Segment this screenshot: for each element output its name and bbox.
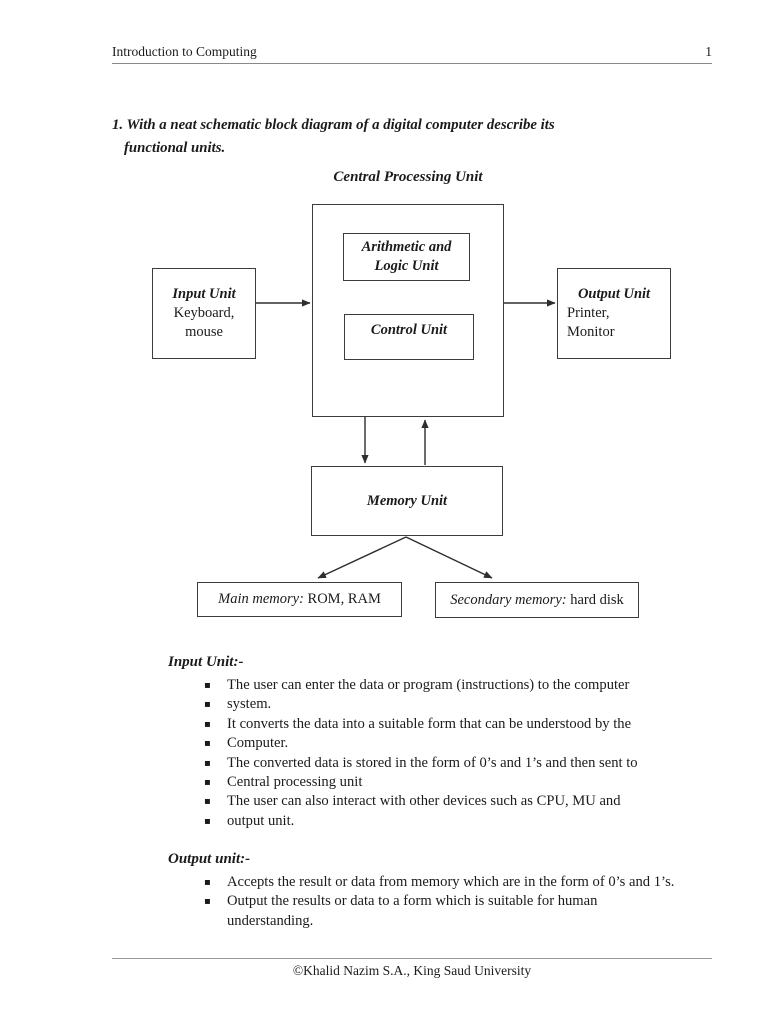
page-footer: ©Khalid Nazim S.A., King Saud University — [112, 958, 712, 979]
bullet-icon: ▪ — [204, 877, 211, 888]
main-memory-box: Main memory: ROM, RAM — [197, 582, 402, 617]
list-item: ▪ The converted data is stored in the fo… — [168, 754, 638, 773]
header-title: Introduction to Computing — [112, 44, 257, 59]
bullet-icon: ▪ — [204, 718, 211, 730]
list-item: ▪ It converts the data into a suitable f… — [168, 715, 638, 734]
bullet-icon: ▪ — [204, 757, 211, 769]
question-text: 1. With a neat schematic block diagram o… — [112, 114, 612, 160]
list-item: ▪ Computer. — [168, 734, 638, 753]
list-item-text: output unit. — [227, 812, 295, 829]
list-item: ▪ output unit. — [168, 812, 638, 831]
input-unit-box: Input Unit Keyboard, mouse — [152, 268, 256, 359]
page-number: 1 — [705, 44, 712, 59]
bullet-icon: ▪ — [204, 699, 211, 711]
list-item: ▪ Output the results or data to a form w… — [168, 892, 674, 911]
list-item: ▪ understanding. — [168, 912, 674, 931]
memory-unit-label: Memory Unit — [366, 492, 448, 509]
alu-label-line-2: Logic Unit — [374, 258, 439, 274]
bullet-icon: ▪ — [204, 815, 211, 827]
page-header: Introduction to Computing 1 — [112, 44, 712, 64]
question-line-2: functional units. — [124, 140, 226, 156]
output-unit-section: Output unit:- ▪ Accepts the result or da… — [168, 851, 674, 931]
output-unit-box: Output Unit Printer, Monitor — [557, 268, 671, 359]
list-item: ▪ The user can also interact with other … — [168, 792, 638, 811]
list-item: ▪ system. — [168, 695, 638, 714]
bullet-icon: ▪ — [204, 738, 211, 750]
arrow-memory-to-main — [317, 536, 407, 579]
list-item-text: understanding. — [227, 912, 314, 929]
secondary-memory-value: hard disk — [566, 591, 624, 608]
input-unit-bullet-list: ▪ The user can enter the data or program… — [168, 676, 638, 831]
input-unit-section-heading: Input Unit:- — [168, 654, 244, 670]
list-item-text: It converts the data into a suitable for… — [227, 715, 632, 732]
bullet-icon: ▪ — [204, 680, 211, 691]
output-unit-line-1: Printer, — [567, 305, 610, 321]
list-item-text: Accepts the result or data from memory w… — [227, 874, 675, 890]
main-memory-label: Main memory: — [218, 591, 304, 607]
control-unit-label: Control Unit — [370, 322, 448, 338]
memory-unit-box: Memory Unit — [311, 466, 503, 536]
arrow-memory-to-secondary — [405, 536, 493, 579]
alu-label-line-1: Arithmetic and — [361, 239, 452, 255]
cpu-title: Central Processing Unit — [333, 169, 483, 185]
main-memory-value: ROM, RAM — [303, 591, 381, 607]
list-item: ▪ Central processing unit — [168, 773, 638, 792]
input-unit-line-2: mouse — [185, 324, 223, 340]
bullet-icon: ▪ — [204, 777, 211, 789]
list-item: ▪ Accepts the result or data from memory… — [168, 873, 674, 892]
bullet-icon: ▪ — [204, 896, 211, 908]
output-unit-bullet-list: ▪ Accepts the result or data from memory… — [168, 873, 674, 931]
list-item-text: system. — [227, 696, 272, 713]
bullet-icon: ▪ — [204, 796, 211, 808]
list-item-text: Computer. — [227, 735, 289, 752]
output-unit-line-2: Monitor — [567, 324, 615, 340]
output-unit-section-heading: Output unit:- — [168, 851, 251, 867]
input-unit-section: Input Unit:- ▪ The user can enter the da… — [168, 654, 638, 831]
list-item-text: Central processing unit — [227, 774, 363, 791]
list-item-text: The user can enter the data or program (… — [227, 677, 630, 693]
list-item-text: Output the results or data to a form whi… — [227, 893, 598, 910]
footer-text: ©Khalid Nazim S.A., King Saud University — [292, 963, 532, 978]
output-unit-title: Output Unit — [577, 286, 651, 302]
input-unit-title: Input Unit — [172, 286, 236, 302]
control-unit-box: Control Unit — [344, 314, 474, 360]
list-item: ▪ The user can enter the data or program… — [168, 676, 638, 695]
list-item-text: The converted data is stored in the form… — [227, 754, 638, 771]
alu-box: Arithmetic and Logic Unit — [343, 233, 470, 281]
secondary-memory-box: Secondary memory: hard disk — [435, 582, 639, 618]
list-item-text: The user can also interact with other de… — [227, 793, 621, 810]
secondary-memory-label: Secondary memory: — [450, 591, 567, 608]
input-unit-line-1: Keyboard, — [173, 305, 235, 321]
question-line-1: 1. With a neat schematic block diagram o… — [112, 117, 555, 133]
